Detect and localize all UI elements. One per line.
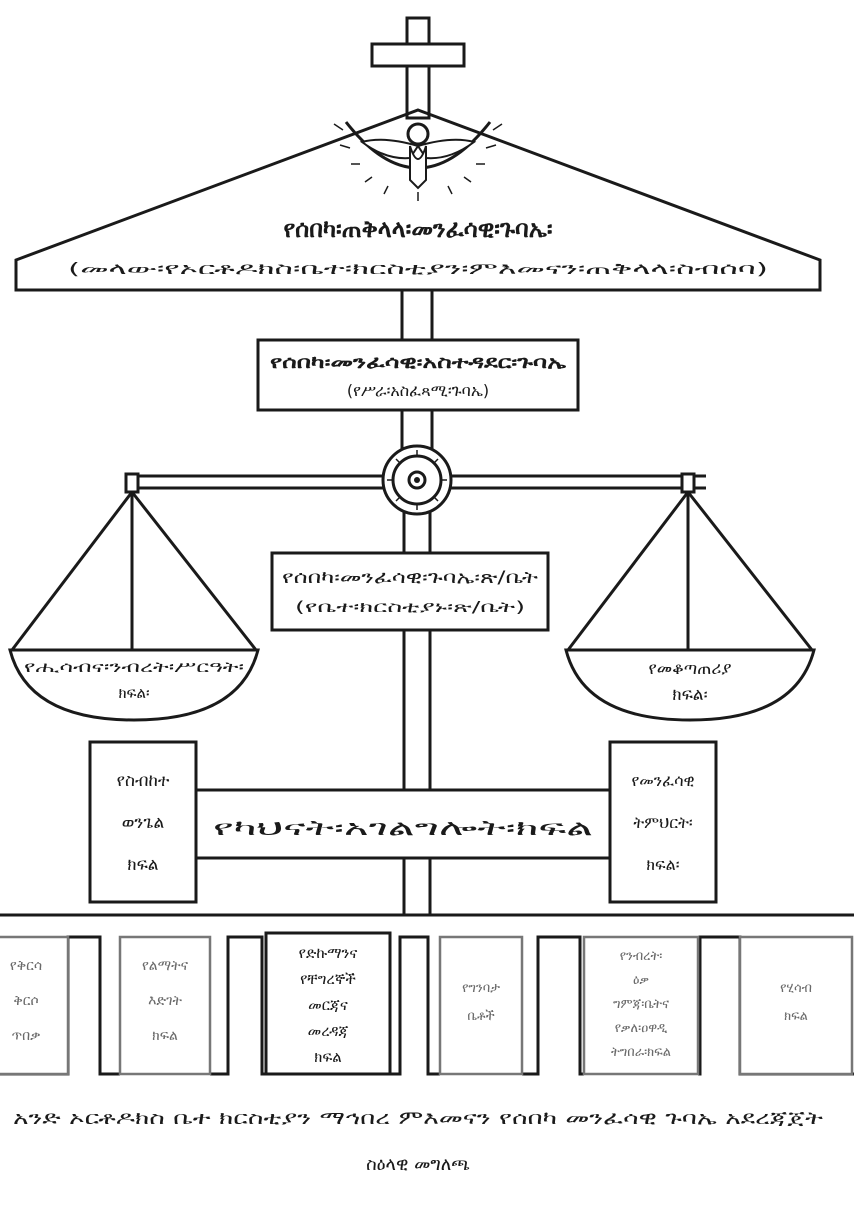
needy-support-line5: ክፍል [314,1048,342,1066]
needy-support-line2: የቸግረኞች [300,970,356,989]
finance-line1: የሂሳብ [780,981,812,996]
development-section-box [118,935,212,1076]
dove-emblem-icon [333,121,503,201]
evangelism-line3: ክፍል [127,855,158,875]
development-line3: ክፍል [152,1028,178,1044]
evangelism-line2: ወንጌል [122,813,165,833]
audit-section-line2: ክፍል፡ [672,685,707,705]
right-scale-pan [564,491,816,722]
needy-support-section-box [264,931,392,1076]
accounting-property-section-line2: ክፍል፡ [118,684,149,702]
evangelism-line1: የስብከተ [117,771,170,791]
property-kalawadi-section-box [582,935,700,1076]
development-line1: የልማትና [142,958,189,974]
construction-line2: ቤቶች [467,1009,494,1024]
property-kalawadi-line4: የቃለ፡ዐዋዲ [615,1021,668,1036]
audit-section-line1: የመቆጣጠሪያ [648,659,731,679]
general-assembly-title: የሰበካ፡ጠቅላላ፡መንፈሳዊ፡ጉባኤ፡ [283,215,552,243]
spiritual-education-box [608,740,718,904]
construction-line1: የግንባታ [462,981,500,996]
accounting-property-section-line1: የሒሳብና፡ንብረት፡ሥርዓት፡ [24,658,244,676]
finance-section-box [738,935,854,1076]
clergy-service-section: የካህናት፡አገልግሎት፡ክፍል [213,816,593,840]
council-office-subtitle: (የቤተ፡ክርስቲያኑ፡ጽ/ቤት) [295,598,525,616]
council-office-title: የሰበካ፡መንፈሳዊ፡ጉባኤ፡ጽ/ቤት [282,568,539,588]
evangelism-section-box [88,740,198,904]
development-line2: እድገት [148,993,182,1009]
administration-council-subtitle: (የሥራ፡አስፈጻሚ፡ጉባኤ) [347,381,489,400]
construction-section-box [438,935,524,1076]
left-scale-pan [8,491,260,722]
property-kalawadi-line3: ግምጃ፡ቤትና [613,997,669,1012]
needy-support-line4: መረዳጃ [308,1022,349,1040]
heritage-line2: ቅርሶ [13,993,38,1009]
cross-icon [370,16,466,120]
administration-council-title: የሰበካ፡መንፈሳዊ፡አስተዳደር፡ጉባኤ [270,353,566,373]
spiritual-education-line3: ክፍል፡ [646,855,679,874]
general-assembly-subtitle: (መላው፡የኦርቶዶክስ፡ቤተ፡ክርስቲያን፡ምእመናን፡ጠቅላላ፡ስብሰባ) [68,259,768,278]
finance-line2: ክፍል [784,1009,808,1024]
heritage-line3: ጥበቃ [12,1027,41,1044]
diagram-caption-line1: አንድ ኦርቶዶክስ ቤተ ክርስቲያን ማኅበረ ምእመናን የሰበካ መንፈ… [13,1108,823,1129]
needy-support-line1: የድኩማንና [299,944,358,962]
property-kalawadi-line2: ዕቃ [633,973,649,988]
heritage-section-box [0,935,70,1076]
general-assembly-roof [14,108,822,292]
council-office-box [270,551,550,632]
spiritual-education-line1: የመንፈሳዊ [631,771,694,790]
property-kalawadi-line1: የንብረት፡ [620,949,663,964]
balance-wheel-icon [381,444,453,516]
heritage-line1: የቅርሳ [10,958,42,974]
administration-council-box [256,338,580,412]
needy-support-line3: መርጃና [308,996,348,1014]
diagram-caption-line2: ስዕላዊ መግለጫ [366,1154,470,1175]
spiritual-education-line2: ትምህርት፡ [633,813,692,832]
property-kalawadi-line5: ትግበራ፡ክፍል [611,1045,671,1060]
